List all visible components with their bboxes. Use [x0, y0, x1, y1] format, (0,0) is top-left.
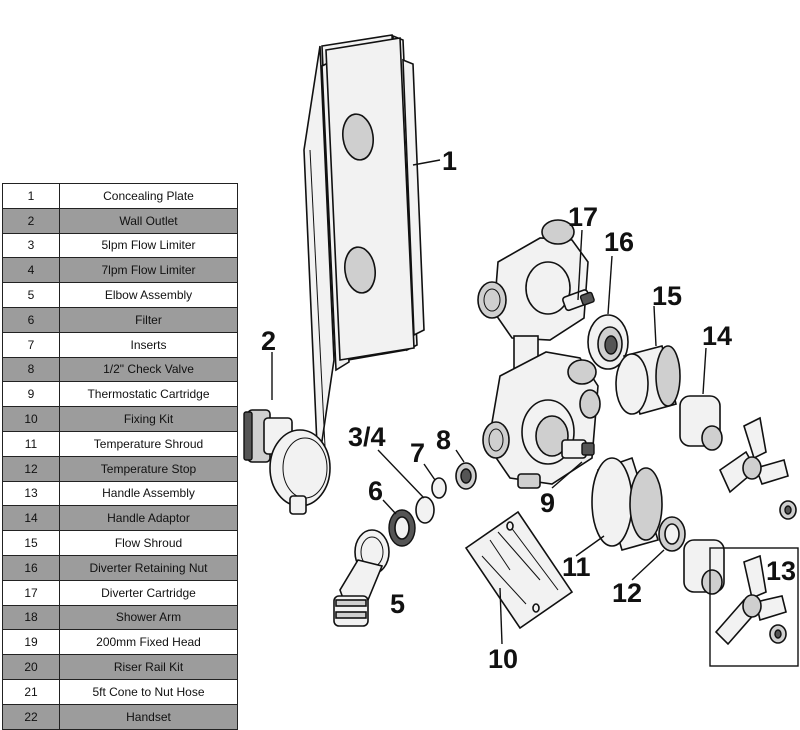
wall-outlet	[243, 409, 331, 515]
callout-8: 8	[436, 425, 451, 455]
part-number: 6	[2, 306, 60, 333]
part-name: 5lpm Flow Limiter	[59, 232, 238, 259]
part-name: Flow Shroud	[59, 530, 238, 556]
part-number: 4	[2, 257, 60, 284]
diverter-retaining-nut	[587, 314, 629, 370]
part-name: Temperature Shroud	[59, 430, 238, 457]
part-number: 8	[2, 356, 60, 383]
callout-12: 12	[612, 578, 642, 608]
part-name: 200mm Fixed Head	[59, 629, 238, 656]
leader-16	[607, 255, 613, 315]
callout-5: 5	[390, 589, 405, 619]
part-number: 18	[2, 604, 60, 631]
callout-2: 2	[261, 326, 276, 356]
callout-17: 17	[568, 202, 598, 232]
leader-12	[631, 549, 665, 581]
concealing-plate	[303, 34, 425, 469]
part-number: 21	[2, 678, 60, 705]
part-name: Shower Arm	[59, 604, 238, 631]
callout-7: 7	[410, 438, 425, 468]
leader-11	[575, 535, 605, 557]
callout-10: 10	[488, 644, 518, 674]
part-name: Diverter Cartridge	[59, 579, 238, 606]
leader-10	[499, 587, 503, 645]
part-name: Riser Rail Kit	[59, 654, 238, 680]
flow-shroud	[615, 345, 681, 415]
callout-15: 15	[652, 281, 682, 311]
temperature-stop	[658, 516, 686, 552]
temperature-shroud	[591, 456, 663, 551]
leader-14	[702, 347, 707, 395]
leader-8	[455, 449, 465, 463]
leader-6	[382, 499, 397, 515]
callout-16: 16	[604, 227, 634, 257]
fixing-kit	[464, 510, 574, 630]
handle-upper	[718, 416, 797, 520]
part-number: 2	[2, 207, 60, 234]
part-name: Wall Outlet	[59, 207, 238, 234]
inserts	[431, 477, 447, 499]
part-name: Diverter Retaining Nut	[59, 554, 238, 581]
check-valve	[455, 462, 477, 490]
part-number: 3	[2, 232, 60, 259]
callout-3-4: 3/4	[348, 422, 386, 452]
part-number: 15	[2, 530, 60, 556]
callout-13: 13	[766, 556, 796, 586]
part-name: Handle Assembly	[59, 480, 238, 507]
callout-9: 9	[540, 488, 555, 518]
part-name: 1/2" Check Valve	[59, 356, 238, 383]
callout-14: 14	[702, 321, 732, 351]
callout-11: 11	[562, 552, 591, 582]
part-number: 9	[2, 381, 60, 408]
part-number: 19	[2, 629, 60, 656]
leader-17	[577, 229, 583, 301]
part-number: 12	[2, 455, 60, 482]
leader-9	[551, 461, 583, 489]
part-number: 14	[2, 505, 60, 532]
callout-1: 1	[442, 146, 457, 176]
leader-15	[653, 305, 657, 347]
filter	[388, 509, 416, 547]
part-number: 17	[2, 579, 60, 606]
callout-6: 6	[368, 476, 383, 506]
part-name: Fixing Kit	[59, 406, 238, 432]
handle-assembly	[683, 539, 799, 667]
part-name: 5ft Cone to Nut Hose	[59, 678, 238, 705]
handle-adaptor	[679, 395, 723, 451]
part-name: Thermostatic Cartridge	[59, 381, 238, 408]
leader-34	[377, 449, 425, 499]
flow-limiter	[415, 496, 435, 524]
leader-7	[423, 463, 436, 481]
valve-body	[477, 219, 601, 489]
elbow-assembly	[333, 529, 390, 627]
part-name: Temperature Stop	[59, 455, 238, 482]
part-name: Handle Adaptor	[59, 505, 238, 532]
leader-1	[412, 159, 441, 166]
part-number: 22	[2, 703, 60, 730]
